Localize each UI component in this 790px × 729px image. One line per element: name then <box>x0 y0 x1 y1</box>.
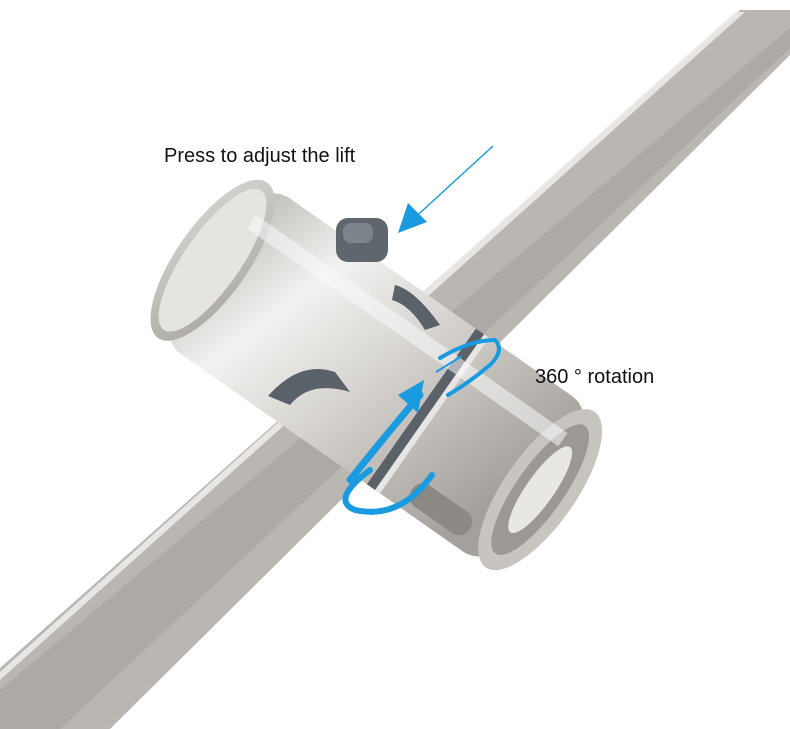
press-label: Press to adjust the lift <box>164 145 356 167</box>
slider-clamp <box>150 179 603 571</box>
rotation-arrow-icon <box>342 337 501 515</box>
press-arrow-icon <box>398 145 494 233</box>
rotation-label: 360 ° rotation <box>535 366 655 388</box>
lift-button <box>336 218 388 262</box>
